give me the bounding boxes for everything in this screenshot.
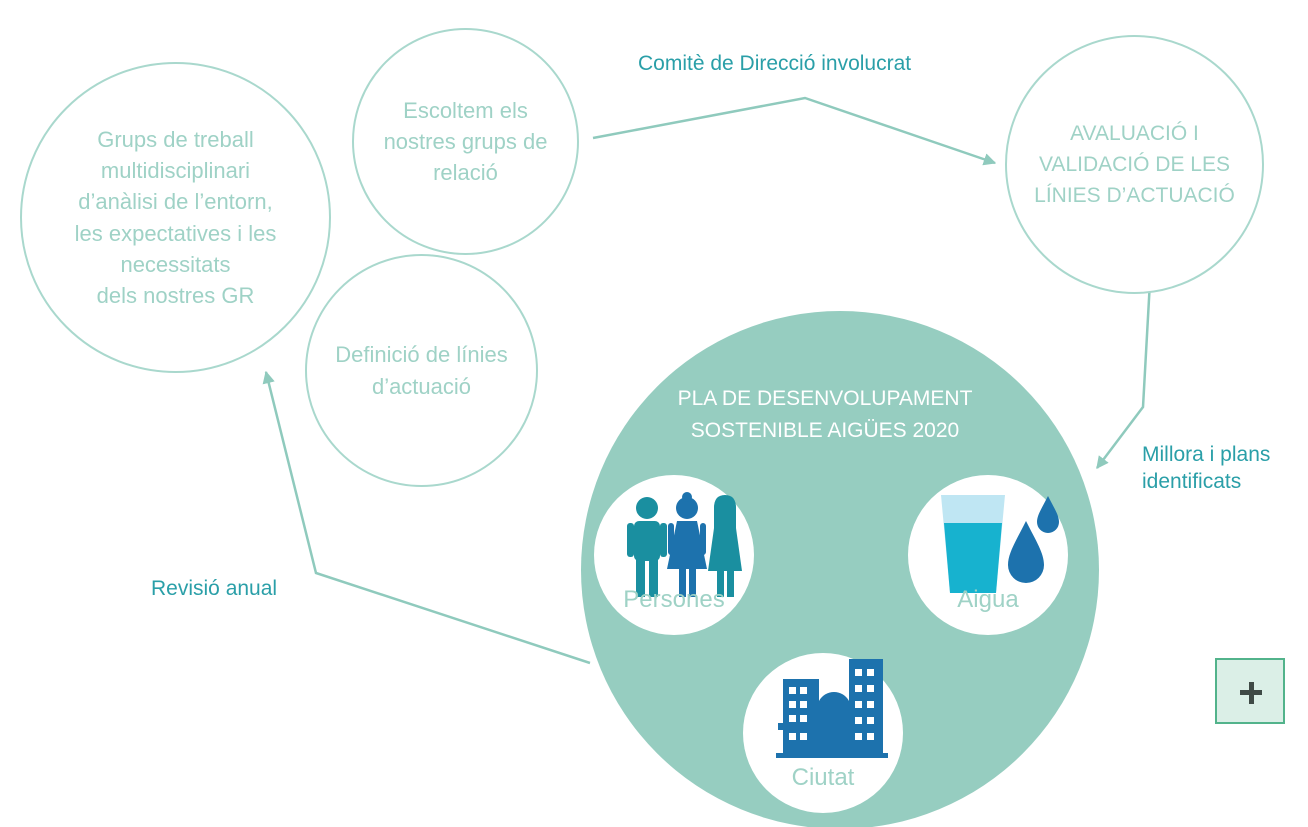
circle-groups: Grups de treball multidisciplinari d’anà…	[20, 62, 331, 373]
listen-text: Escoltem els nostres grups de relació	[383, 97, 548, 186]
theme-city: Ciutat	[743, 653, 903, 813]
define-text: Definició de línies d’actuació	[335, 342, 508, 399]
plan-title: PLA DE DESENVOLUPAMENT SOSTENIBLE AIGÜES…	[677, 387, 973, 442]
theme-people-label: Persones	[623, 586, 725, 613]
theme-city-label: Ciutat	[791, 764, 855, 791]
committee-label: Comitè de Direcció involucrat	[638, 52, 912, 75]
circle-define: Definició de línies d’actuació	[305, 254, 538, 487]
theme-people: Persones	[594, 475, 754, 635]
water-icon	[941, 495, 1059, 593]
arrow-review	[262, 370, 591, 665]
review-label: Revisió anual	[151, 577, 278, 600]
arrow-improvement	[1096, 280, 1152, 469]
theme-water: Aigua	[908, 475, 1068, 635]
people-icon	[627, 492, 742, 597]
expand-button[interactable]	[1215, 658, 1285, 724]
circle-listen: Escoltem els nostres grups de relació	[352, 28, 579, 255]
city-icon	[776, 659, 888, 758]
arrow-committee	[592, 96, 997, 166]
evaluate-text: AVALUACIÓ I VALIDACIÓ DE LES LÍNIES D’AC…	[1034, 121, 1235, 208]
groups-text: Grups de treball multidisciplinari d’anà…	[74, 126, 277, 308]
plus-icon-vertical	[1248, 681, 1254, 704]
theme-water-label: Aigua	[957, 586, 1019, 613]
circle-evaluate: AVALUACIÓ I VALIDACIÓ DE LES LÍNIES D’AC…	[1005, 35, 1264, 294]
improvement-label: Millora i plans identificats	[1142, 443, 1271, 493]
